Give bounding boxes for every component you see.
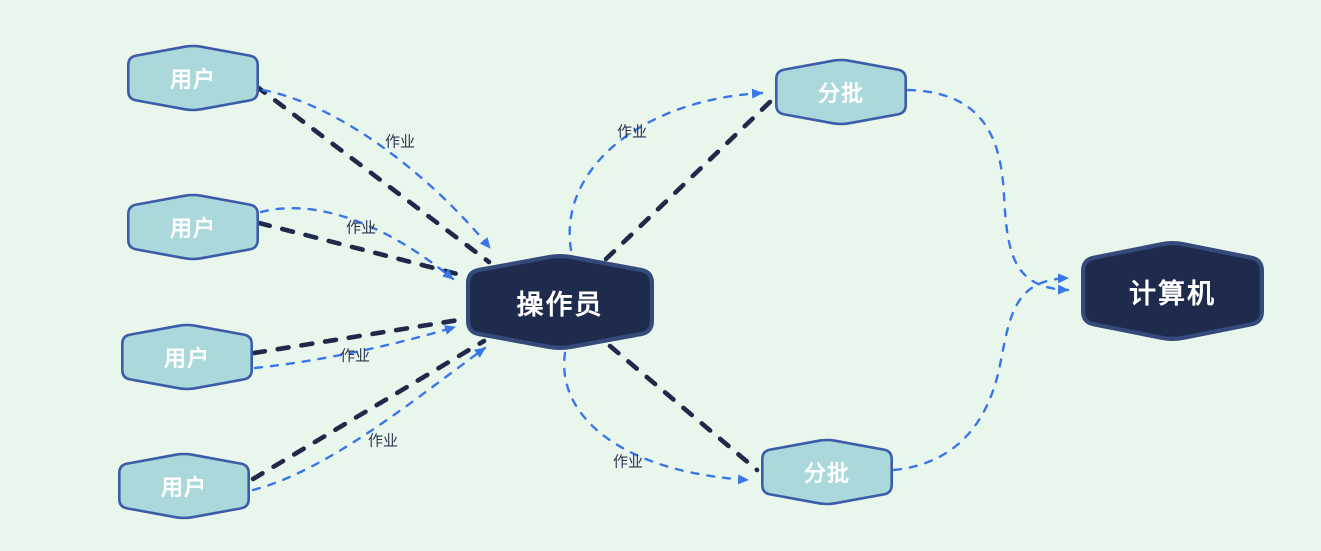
edge-job-operator-to-batch-top[interactable] <box>568 88 764 252</box>
node-operator[interactable]: 操作员 <box>465 252 655 352</box>
node-computer[interactable]: 计算机 <box>1080 239 1265 343</box>
edge-label-job-1: 作业 <box>384 133 416 151</box>
node-shape <box>118 452 250 520</box>
node-batch-bottom-label: 分批 <box>803 461 850 486</box>
node-computer-label: 计算机 <box>1129 278 1216 309</box>
node-user-4[interactable]: 用户 <box>117 451 251 521</box>
node-user-4-label: 用户 <box>160 475 207 500</box>
edge-label-job-3: 作业 <box>339 347 371 365</box>
node-hexagon <box>761 438 893 506</box>
node-batch-top[interactable]: 分批 <box>774 57 908 127</box>
edge-operator-to-batch-top[interactable] <box>603 98 774 262</box>
edge-label-job-2: 作业 <box>345 219 377 237</box>
node-user-3[interactable]: 用户 <box>120 322 254 392</box>
edge-job-operator-to-batch-bottom[interactable] <box>562 351 750 485</box>
dark-edges <box>250 83 774 482</box>
node-hexagon <box>127 193 259 261</box>
node-batch-top-label: 分批 <box>817 81 864 106</box>
edge-user-2-to-operator[interactable] <box>256 220 468 279</box>
edge-user-3-to-operator[interactable] <box>251 316 468 356</box>
node-hexagon <box>118 452 250 520</box>
edge-label-job-5: 作业 <box>616 123 648 141</box>
node-hexagon <box>775 58 907 126</box>
edge-job-user-2-to-operator[interactable] <box>259 207 455 281</box>
edge-user-1-to-operator[interactable] <box>253 83 492 265</box>
node-hexagon <box>127 44 259 112</box>
edge-batch-top-to-computer[interactable] <box>906 88 1070 295</box>
node-shape <box>466 254 654 350</box>
node-shape <box>1081 241 1264 341</box>
node-shape <box>775 58 907 126</box>
node-user-1[interactable]: 用户 <box>126 43 260 113</box>
node-user-2[interactable]: 用户 <box>126 192 260 262</box>
node-shape <box>121 323 253 391</box>
node-shape <box>127 193 259 261</box>
node-hexagon <box>1081 241 1264 341</box>
edge-job-user-4-to-operator[interactable] <box>251 346 487 492</box>
edge-label-job-4: 作业 <box>367 432 399 450</box>
node-hexagon <box>121 323 253 391</box>
node-user-1-label: 用户 <box>169 67 216 92</box>
edge-user-4-to-operator[interactable] <box>250 338 487 482</box>
job-edges <box>251 88 1070 492</box>
edge-job-user-3-to-operator[interactable] <box>253 325 457 370</box>
edge-batch-bottom-to-computer[interactable] <box>892 273 1070 472</box>
node-hexagon <box>466 254 654 350</box>
node-shape <box>761 438 893 506</box>
node-shape <box>127 44 259 112</box>
node-user-2-label: 用户 <box>169 216 216 241</box>
edge-job-user-1-to-operator[interactable] <box>261 88 492 250</box>
edge-operator-to-batch-bottom[interactable] <box>607 343 760 473</box>
node-operator-label: 操作员 <box>516 289 604 320</box>
node-user-3-label: 用户 <box>163 346 210 371</box>
node-batch-bottom[interactable]: 分批 <box>760 437 894 507</box>
edge-label-job-6: 作业 <box>612 453 644 471</box>
